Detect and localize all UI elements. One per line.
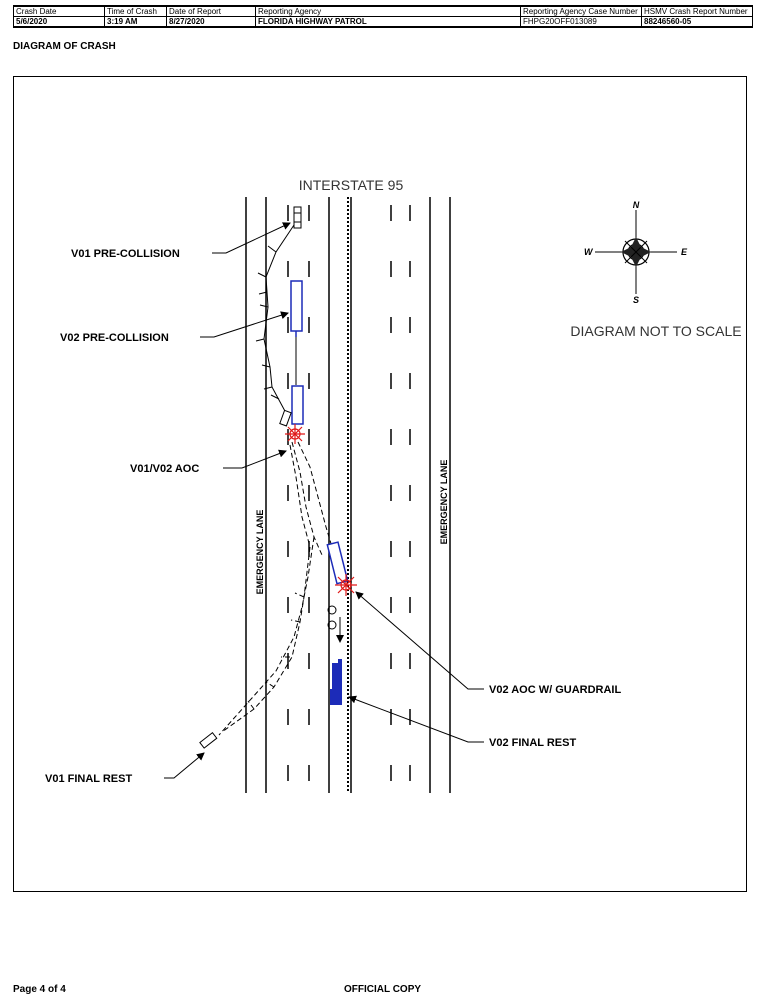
leader-aoc xyxy=(223,449,287,469)
label-v01-pre-collision: V01 PRE-COLLISION xyxy=(71,248,180,260)
agency-case-number-label: Reporting Agency Case Number xyxy=(520,6,642,17)
v01-pre-path xyxy=(255,224,295,414)
report-header: Crash Date Time of Crash Date of Report … xyxy=(13,5,753,28)
date-of-report-label: Date of Report xyxy=(166,6,256,17)
leader-v02-final xyxy=(348,695,484,743)
leader-v01-final xyxy=(164,752,205,779)
compass-north: N xyxy=(633,200,640,210)
v02-final-vehicle xyxy=(330,659,342,705)
lane-dashes xyxy=(287,205,411,793)
v02-guardrail-vehicle xyxy=(326,541,349,585)
v02-pre-vehicle xyxy=(290,280,303,337)
official-copy: OFFICIAL COPY xyxy=(344,984,422,995)
v01-final-vehicle xyxy=(199,732,218,749)
v01-path-ticks xyxy=(255,245,280,400)
label-v02-final-rest: V02 FINAL REST xyxy=(489,737,576,749)
date-of-report-value: 8/27/2020 xyxy=(166,16,256,27)
scale-note: DIAGRAM NOT TO SCALE xyxy=(570,323,741,339)
emergency-lane-right: EMERGENCY LANE xyxy=(439,460,449,545)
yaw-marks xyxy=(327,605,344,643)
v01-pre-vehicle xyxy=(293,206,302,229)
impact-aoc-2 xyxy=(335,574,357,596)
leader-v02-pre xyxy=(200,311,289,338)
page-number: Page 4 of 4 xyxy=(13,984,66,995)
emergency-lane-left: EMERGENCY LANE xyxy=(255,510,265,595)
v02-aoc-vehicle xyxy=(291,385,304,425)
v01-path-line xyxy=(263,224,295,414)
section-title: DIAGRAM OF CRASH xyxy=(13,41,116,52)
v01-skid-ticks xyxy=(247,592,305,710)
agency-case-number-value: FHPG20OFF013089 xyxy=(520,16,642,27)
time-of-crash-value: 3:19 AM xyxy=(104,16,167,27)
diagram-canvas: INTERSTATE 95 EMERGENCY LANE EMERGENCY L… xyxy=(45,177,742,793)
leader-guardrail xyxy=(355,591,484,690)
road-name: INTERSTATE 95 xyxy=(299,177,404,193)
label-v01-final-rest: V01 FINAL REST xyxy=(45,773,132,785)
crash-date-value: 5/6/2020 xyxy=(13,16,105,27)
leader-v01-pre xyxy=(212,222,291,254)
compass-south: S xyxy=(633,295,639,305)
reporting-agency-value: FLORIDA HIGHWAY PATROL xyxy=(255,16,521,27)
v02-skid-b xyxy=(297,441,333,548)
crash-diagram: INTERSTATE 95 EMERGENCY LANE EMERGENCY L… xyxy=(13,76,747,892)
v01-skid-c xyxy=(218,536,315,736)
v01-skid-a xyxy=(289,444,311,548)
hsmv-report-number-value: 88246560-05 xyxy=(641,16,753,27)
impact-aoc-1 xyxy=(285,424,305,444)
label-v02-pre-collision: V02 PRE-COLLISION xyxy=(60,332,169,344)
time-of-crash-label: Time of Crash xyxy=(104,6,167,17)
compass-east: E xyxy=(681,247,688,257)
reporting-agency-label: Reporting Agency xyxy=(255,6,521,17)
label-v02-aoc-guardrail: V02 AOC W/ GUARDRAIL xyxy=(489,684,621,696)
compass-west: W xyxy=(584,247,594,257)
hsmv-report-number-label: HSMV Crash Report Number xyxy=(641,6,753,17)
post-impact-paths xyxy=(218,441,333,736)
v01-aoc-vehicle xyxy=(279,409,292,427)
v02-skid-a xyxy=(291,441,323,556)
compass-rose-icon: N S E W xyxy=(584,200,688,305)
crash-date-label: Crash Date xyxy=(13,6,105,17)
road-edges xyxy=(245,197,451,793)
leader-lines xyxy=(164,222,484,779)
label-v01-v02-aoc: V01/V02 AOC xyxy=(130,463,199,475)
